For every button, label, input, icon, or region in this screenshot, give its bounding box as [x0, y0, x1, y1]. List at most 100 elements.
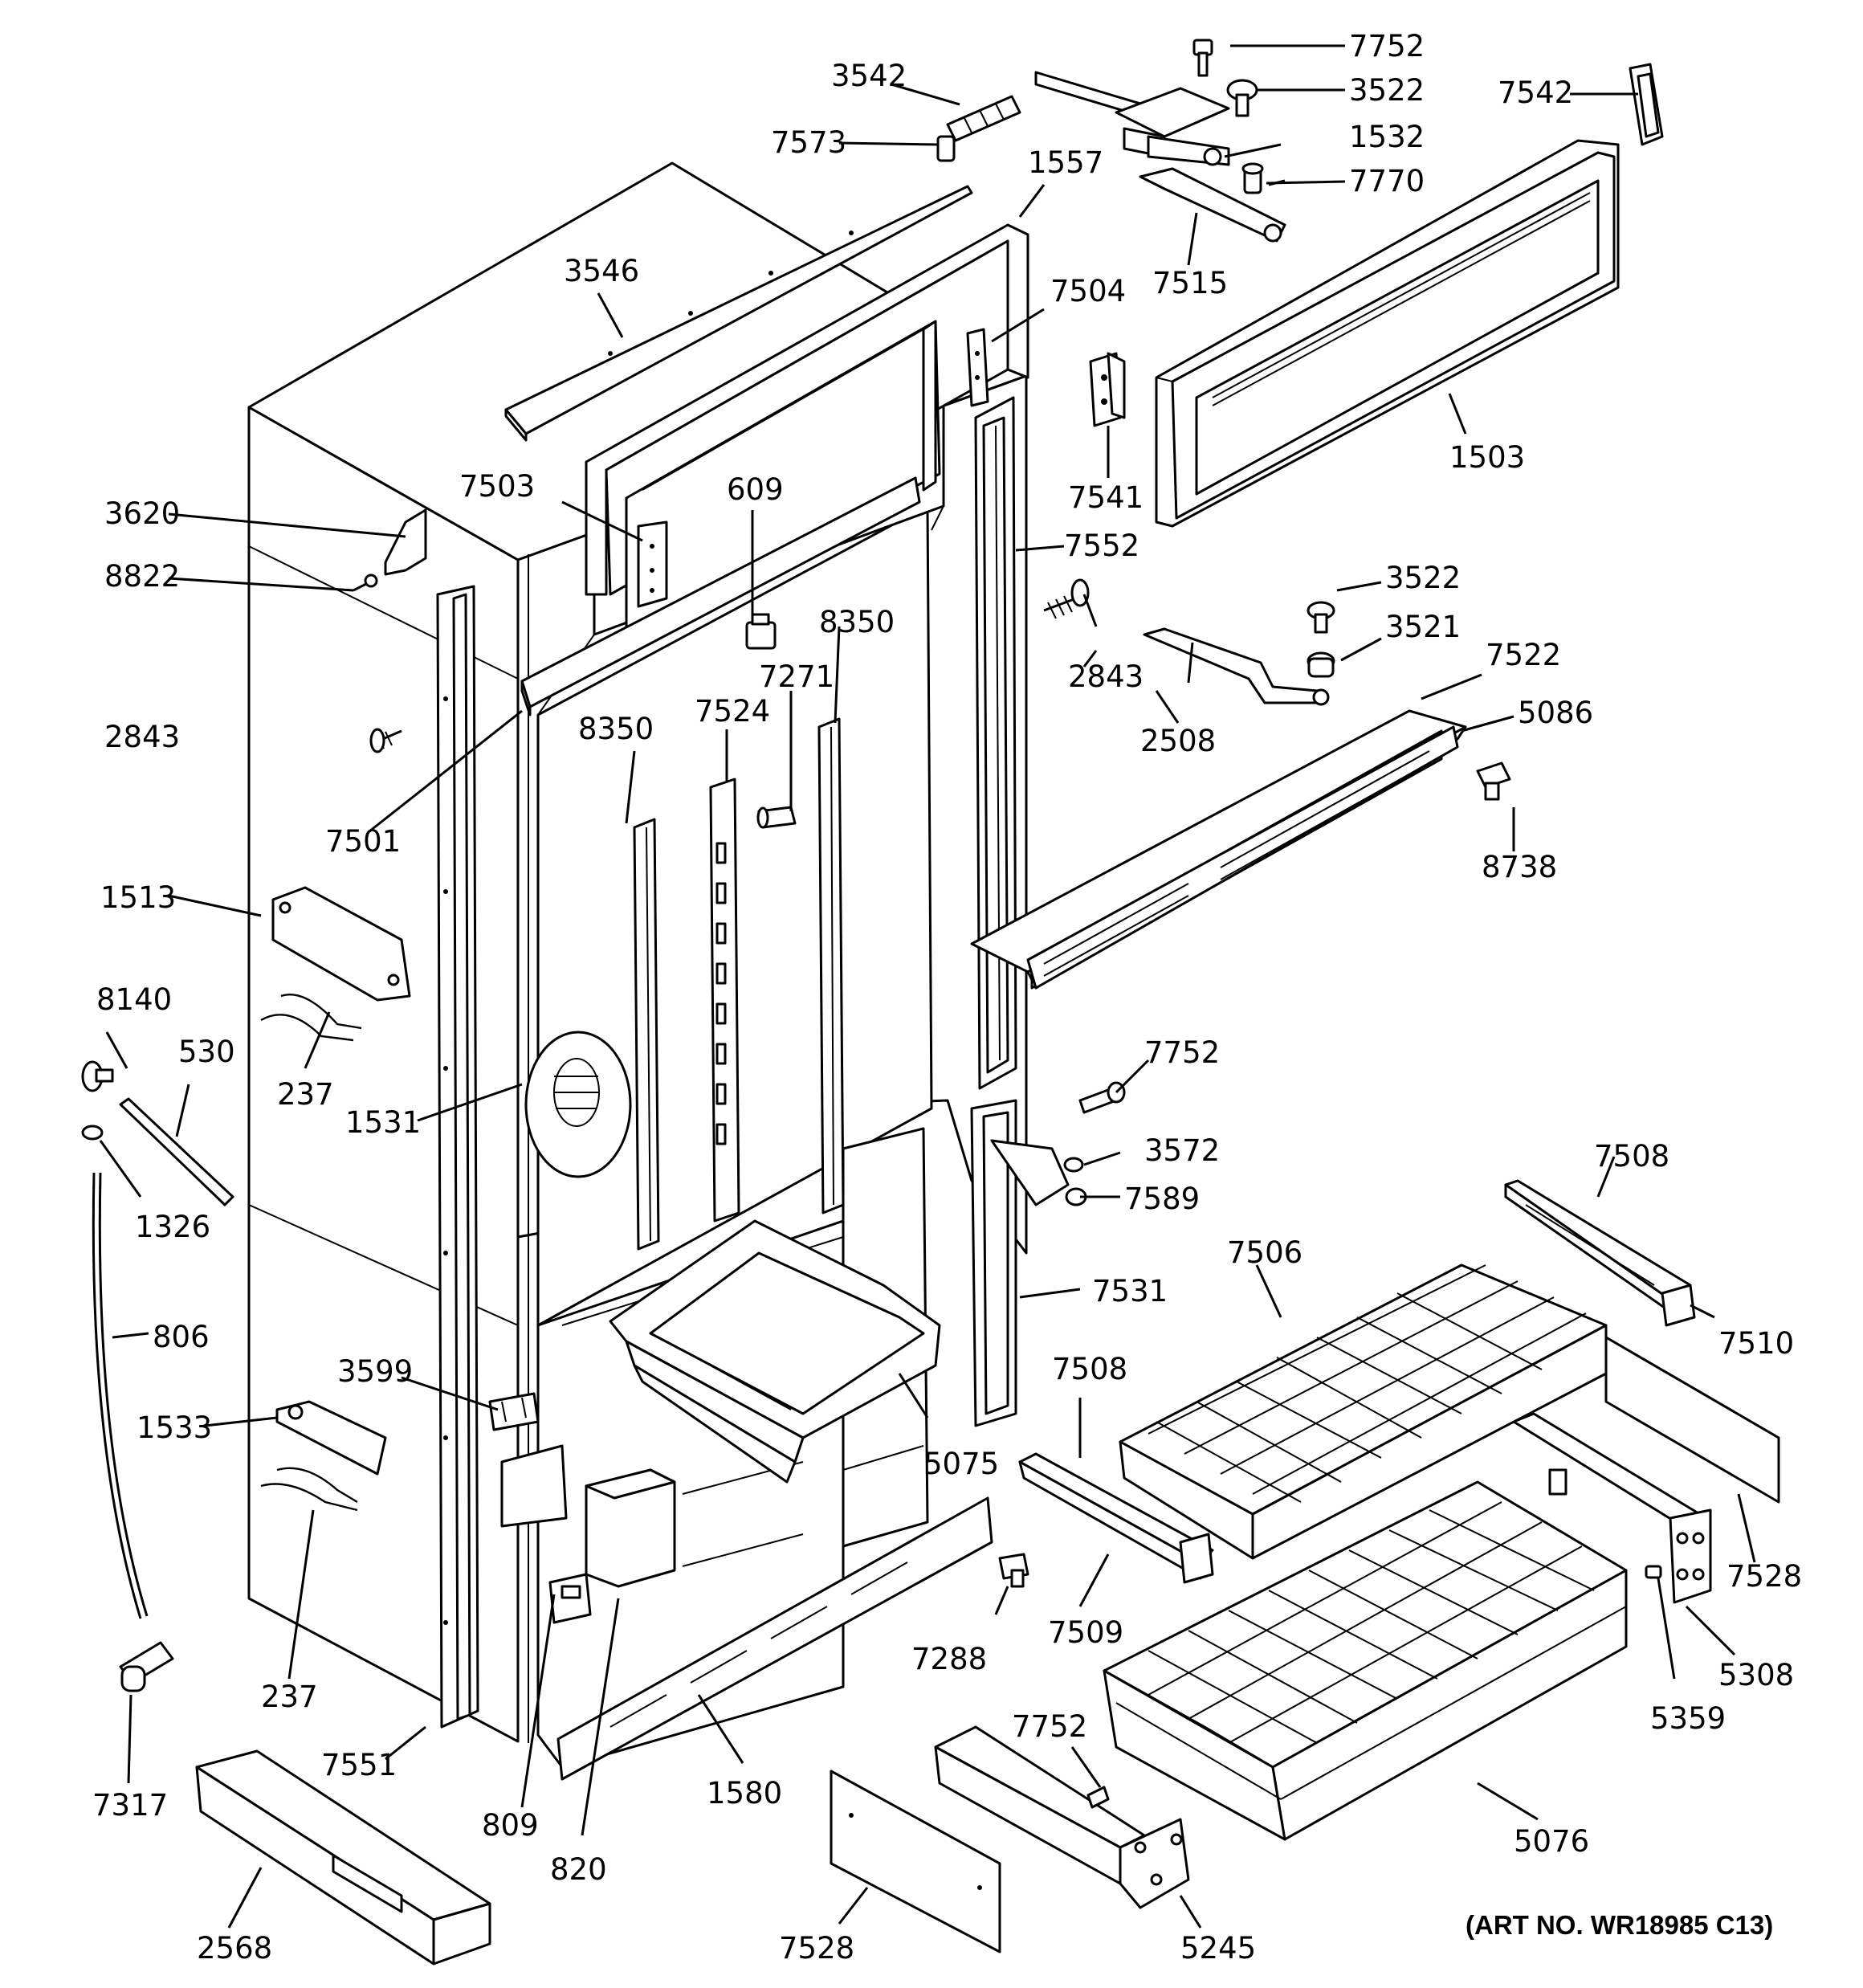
bracket-3620 [384, 508, 427, 576]
fan-grille-1531 [524, 1031, 632, 1178]
basket-7506 [1119, 1263, 1608, 1560]
label-2843: 2843 [104, 720, 180, 754]
label-8822: 8822 [104, 559, 180, 594]
label-7752: 7752 [1012, 1709, 1087, 1744]
top-hinge-assembly [1034, 71, 1286, 243]
tube-530 [119, 1097, 234, 1206]
front-frame-1557 [520, 223, 1029, 716]
screw-7288 [998, 1553, 1029, 1588]
label-5076: 5076 [1514, 1824, 1589, 1859]
screw-8738 [1476, 761, 1511, 801]
label-8350: 8350 [819, 605, 895, 639]
panel-1580 [556, 1496, 993, 1781]
label-5086: 5086 [1518, 696, 1593, 730]
handle-7542 [1629, 63, 1664, 146]
label-3599: 3599 [337, 1354, 413, 1389]
label-1532: 1532 [1349, 120, 1425, 154]
label-7506: 7506 [1227, 1235, 1302, 1270]
label-237: 237 [261, 1680, 318, 1714]
label-5308: 5308 [1718, 1658, 1794, 1692]
label-7551: 7551 [321, 1748, 397, 1782]
label-2508: 2508 [1140, 724, 1216, 758]
screw-2843b [369, 728, 402, 753]
art-number: (ART NO. WR18985 C13) [1466, 1910, 1773, 1940]
label-7509: 7509 [1048, 1615, 1123, 1650]
bushing-3522b [1307, 601, 1335, 634]
rail-8350-right [817, 717, 845, 1214]
label-7528: 7528 [1726, 1559, 1802, 1594]
strip-7552 [974, 396, 1017, 1090]
label-5359: 5359 [1650, 1701, 1726, 1736]
strip-7551 [436, 585, 479, 1729]
screw-7752a [1192, 39, 1213, 77]
label-3521: 3521 [1385, 610, 1461, 644]
pin-7752c [1086, 1786, 1110, 1809]
label-7552: 7552 [1064, 529, 1139, 563]
label-3620: 3620 [104, 496, 180, 531]
grille-5086 [1026, 725, 1459, 990]
bracket-7503 [637, 520, 668, 608]
spring-3542 [946, 95, 1021, 142]
label-7317: 7317 [92, 1788, 168, 1823]
label-1580: 1580 [707, 1776, 782, 1810]
label-820: 820 [550, 1852, 607, 1887]
label-7504: 7504 [1050, 274, 1126, 308]
rail-8350-left [633, 818, 660, 1251]
label-3522: 3522 [1385, 561, 1461, 595]
label-237: 237 [277, 1077, 334, 1112]
screw-8822 [353, 574, 378, 592]
pin-5359 [1645, 1565, 1662, 1579]
screw-7752b [1078, 1081, 1126, 1114]
label-7271: 7271 [759, 659, 834, 694]
basket-5076 [1103, 1480, 1628, 1841]
label-7503: 7503 [459, 469, 535, 504]
label-7542: 7542 [1498, 76, 1573, 110]
part-609 [745, 613, 777, 650]
label-7524: 7524 [695, 694, 770, 729]
hinge-7541 [1089, 352, 1126, 427]
base-2568 [195, 1749, 491, 1966]
door-1503 [1155, 139, 1620, 528]
label-5245: 5245 [1180, 1931, 1256, 1966]
part-labels: 7752 3542 3522 7542 7573 1532 1557 7770 … [92, 29, 1802, 1966]
label-1557: 1557 [1028, 145, 1103, 180]
bracket-5245 [934, 1725, 1190, 1909]
bracket-7508a [1504, 1179, 1692, 1319]
screw-7271 [756, 806, 797, 829]
washer-3572 [1063, 1157, 1084, 1173]
label-7531: 7531 [1092, 1274, 1168, 1308]
bracket-7504 [966, 328, 989, 407]
clip-7317 [119, 1641, 174, 1692]
label-809: 809 [482, 1808, 539, 1843]
label-3546: 3546 [564, 254, 639, 288]
hinge-2508 [1143, 627, 1330, 706]
label-7522: 7522 [1486, 638, 1561, 672]
part-7573 [936, 135, 956, 162]
tube-237b [260, 1467, 358, 1512]
label-609: 609 [727, 472, 784, 507]
label-7508: 7508 [1594, 1139, 1669, 1174]
label-7515: 7515 [1152, 266, 1228, 300]
leader-lines [99, 44, 1756, 1929]
label-8140: 8140 [96, 982, 172, 1017]
label-7589: 7589 [1124, 1182, 1200, 1216]
screw-2843a [1043, 578, 1090, 619]
top-rail-3546 [504, 185, 973, 442]
label-1326: 1326 [135, 1210, 210, 1244]
grille-7522 [970, 709, 1467, 990]
label-7770: 7770 [1349, 164, 1425, 198]
label-7541: 7541 [1068, 480, 1143, 515]
rail-7524 [709, 778, 740, 1223]
label-1503: 1503 [1449, 440, 1525, 475]
bracket-1533 [275, 1400, 387, 1476]
label-7528: 7528 [779, 1931, 854, 1966]
label-7752: 7752 [1349, 29, 1425, 63]
pin-7770 [1241, 162, 1264, 194]
label-3542: 3542 [831, 59, 907, 93]
bushing-3522a [1226, 79, 1258, 117]
label-7288: 7288 [911, 1642, 987, 1676]
label-1531: 1531 [345, 1105, 421, 1140]
panel-7528a [1604, 1336, 1780, 1504]
tube-806 [92, 1172, 149, 1619]
part-7510 [1661, 1284, 1696, 1327]
